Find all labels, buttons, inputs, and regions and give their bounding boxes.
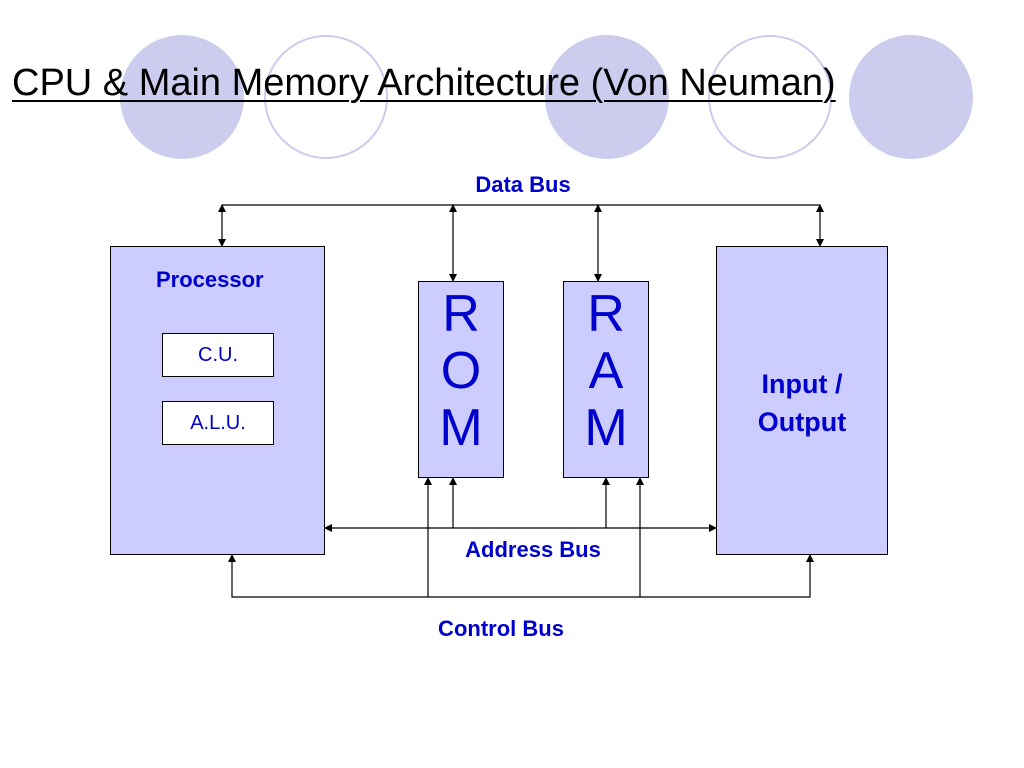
control-bus-label: Control Bus [438, 616, 564, 641]
rom-letter: R [442, 285, 480, 343]
address-bus-label: Address Bus [465, 537, 601, 562]
decorative-circle [545, 35, 669, 159]
processor-label: Processor [156, 267, 264, 292]
io-label-line: Input / [761, 369, 843, 399]
io-label-line: Output [757, 407, 847, 437]
ram-letter: M [584, 399, 628, 457]
alu-box: A.L.U. [162, 401, 274, 445]
io-box: Input / Output [716, 246, 888, 555]
decorative-circle [849, 35, 973, 159]
rom-box: R O M [418, 281, 504, 478]
decorative-circle [264, 35, 388, 159]
data-bus-label: Data Bus [475, 172, 571, 197]
control-unit-box: C.U. [162, 333, 274, 377]
ram-letter: A [588, 342, 624, 400]
decorative-circle [120, 35, 244, 159]
io-label: Input / Output [717, 365, 887, 441]
rom-letter: O [440, 342, 482, 400]
slide-title: CPU & Main Memory Architecture (Von Neum… [12, 62, 836, 104]
processor-box: Processor C.U. A.L.U. [110, 246, 325, 555]
ram-box: R A M [563, 281, 649, 478]
rom-letter: M [439, 399, 483, 457]
ram-letter: R [587, 285, 625, 343]
decorative-circle [708, 35, 832, 159]
control-bus-line [228, 554, 814, 598]
